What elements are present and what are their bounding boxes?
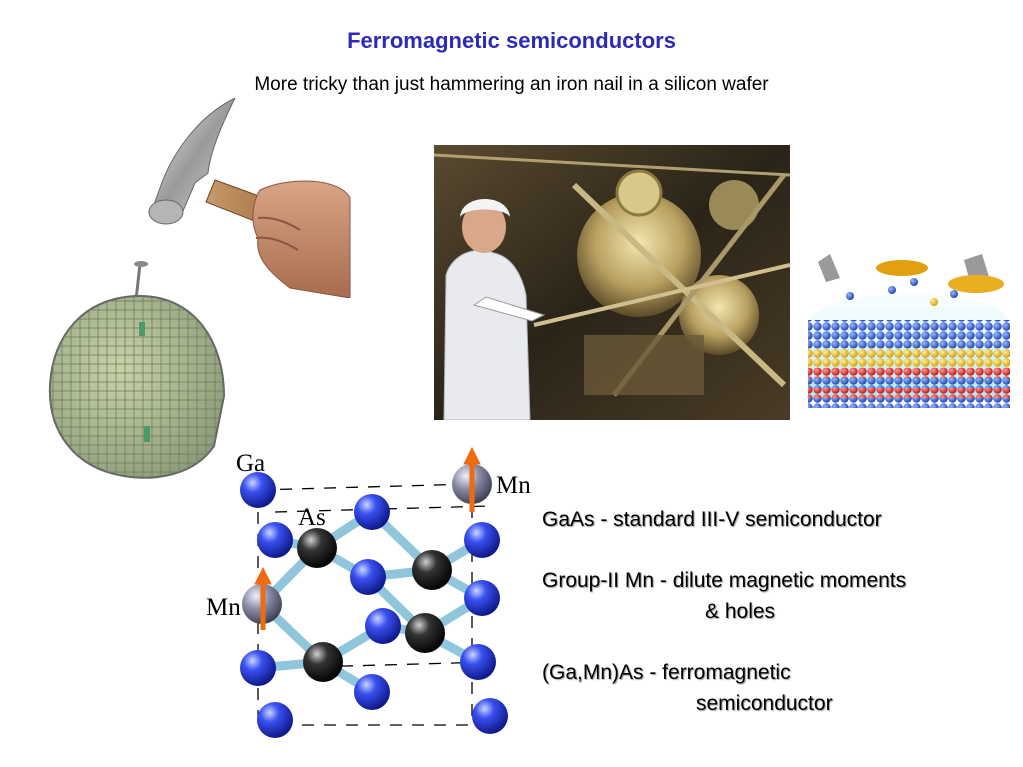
ga-atoms <box>240 472 508 738</box>
mn-description-line2: & holes <box>705 600 776 623</box>
material-description-list: GaAs - standard III-V semiconductor Grou… <box>542 508 1012 723</box>
hammer-hand-icon <box>148 98 351 298</box>
mn-description-line1: Group-II Mn - dilute magnetic moments <box>542 569 907 592</box>
ga-atom <box>365 608 401 644</box>
as-atoms <box>297 528 452 682</box>
silicon-wafer-icon <box>48 261 226 479</box>
ga-atom <box>257 702 293 738</box>
ga-atom <box>460 644 496 680</box>
slide-title: Ferromagnetic semiconductors <box>347 28 676 53</box>
mn-label-top: Mn <box>496 472 531 499</box>
ga-atom <box>257 522 293 558</box>
ga-atom <box>350 559 386 595</box>
mbe-lab-scientist-photo <box>434 145 790 420</box>
as-label: As <box>298 504 326 531</box>
ga-atom <box>354 494 390 530</box>
ga-atom <box>464 580 500 616</box>
ga-label: Ga <box>236 450 265 477</box>
as-atom <box>297 528 337 568</box>
ga-atom <box>472 698 508 734</box>
gaas-description: GaAs - standard III-V semiconductor <box>542 508 882 531</box>
gamnas-crystal-structure: Ga As Mn Mn <box>206 446 531 738</box>
spin-arrowhead-top <box>463 446 481 465</box>
spin-arrows <box>254 446 481 630</box>
as-atom <box>412 550 452 590</box>
gamnas-description-line1: (Ga,Mn)As - ferromagnetic <box>542 661 791 684</box>
epitaxial-growth-illustration <box>808 254 1010 408</box>
as-atom <box>303 642 343 682</box>
ga-atom <box>240 650 276 686</box>
gamnas-description-line2: semiconductor <box>696 692 833 715</box>
mn-label-left: Mn <box>206 594 241 621</box>
ga-atom <box>354 674 390 710</box>
as-atom <box>405 613 445 653</box>
slide-subtitle: More tricky than just hammering an iron … <box>254 74 769 95</box>
ga-atom <box>464 522 500 558</box>
ga-atom <box>240 472 276 508</box>
spin-arrowhead-left <box>254 566 272 585</box>
